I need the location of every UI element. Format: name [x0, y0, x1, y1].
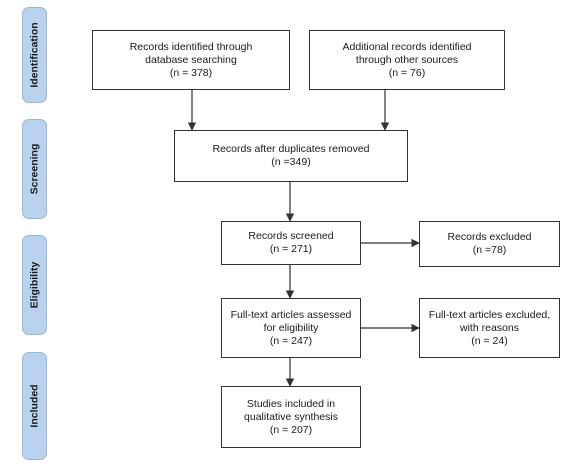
box-database-line-1: Records identified through [129, 40, 253, 53]
box-database-count: (n = 378) [169, 66, 213, 79]
box-fulltext-excluded-count: (n = 24) [471, 334, 508, 347]
box-fulltext-assessed: Full-text articles assessed for eligibil… [221, 298, 361, 358]
box-other-sources: Additional records identified through ot… [309, 30, 505, 90]
stage-label-eligibility: Eligibility [22, 235, 47, 335]
stage-label-included: Included [22, 352, 47, 460]
box-database-line-2: database searching [145, 53, 237, 66]
stage-label-identification: Identification [22, 7, 47, 103]
box-duplicates-line-1: Records after duplicates removed [212, 143, 370, 155]
box-fulltext-excluded-line-2: with reasons [460, 321, 519, 334]
box-other-line-2: through other sources [355, 53, 459, 66]
box-records-screened: Records screened (n = 271) [221, 221, 361, 265]
box-screened-line-1: Records screened [248, 230, 334, 242]
box-fulltext-excluded-line-1: Full-text articles excluded, [428, 308, 551, 321]
stage-label-screening: Screening [22, 119, 47, 219]
box-fulltext-line-2: for eligibility [263, 321, 319, 334]
box-excluded-line-1: Records excluded [447, 231, 532, 243]
box-duplicates-count: (n =349) [271, 156, 311, 168]
box-other-line-1: Additional records identified [342, 40, 472, 53]
box-included-line-2: qualitative synthesis [244, 410, 338, 423]
box-studies-included: Studies included in qualitative synthesi… [221, 386, 361, 448]
box-database-records: Records identified through database sear… [92, 30, 290, 90]
box-screened-count: (n = 271) [269, 243, 313, 255]
box-records-excluded: Records excluded (n =78) [419, 221, 560, 267]
box-fulltext-excluded: Full-text articles excluded, with reason… [419, 298, 560, 358]
box-fulltext-count: (n = 247) [269, 334, 313, 347]
box-included-count: (n = 207) [269, 423, 313, 436]
box-duplicates-removed: Records after duplicates removed (n =349… [174, 130, 408, 182]
box-other-count: (n = 76) [388, 66, 426, 79]
box-included-line-1: Studies included in [246, 397, 336, 410]
box-fulltext-line-1: Full-text articles assessed [230, 308, 352, 321]
box-excluded-count: (n =78) [472, 244, 507, 256]
